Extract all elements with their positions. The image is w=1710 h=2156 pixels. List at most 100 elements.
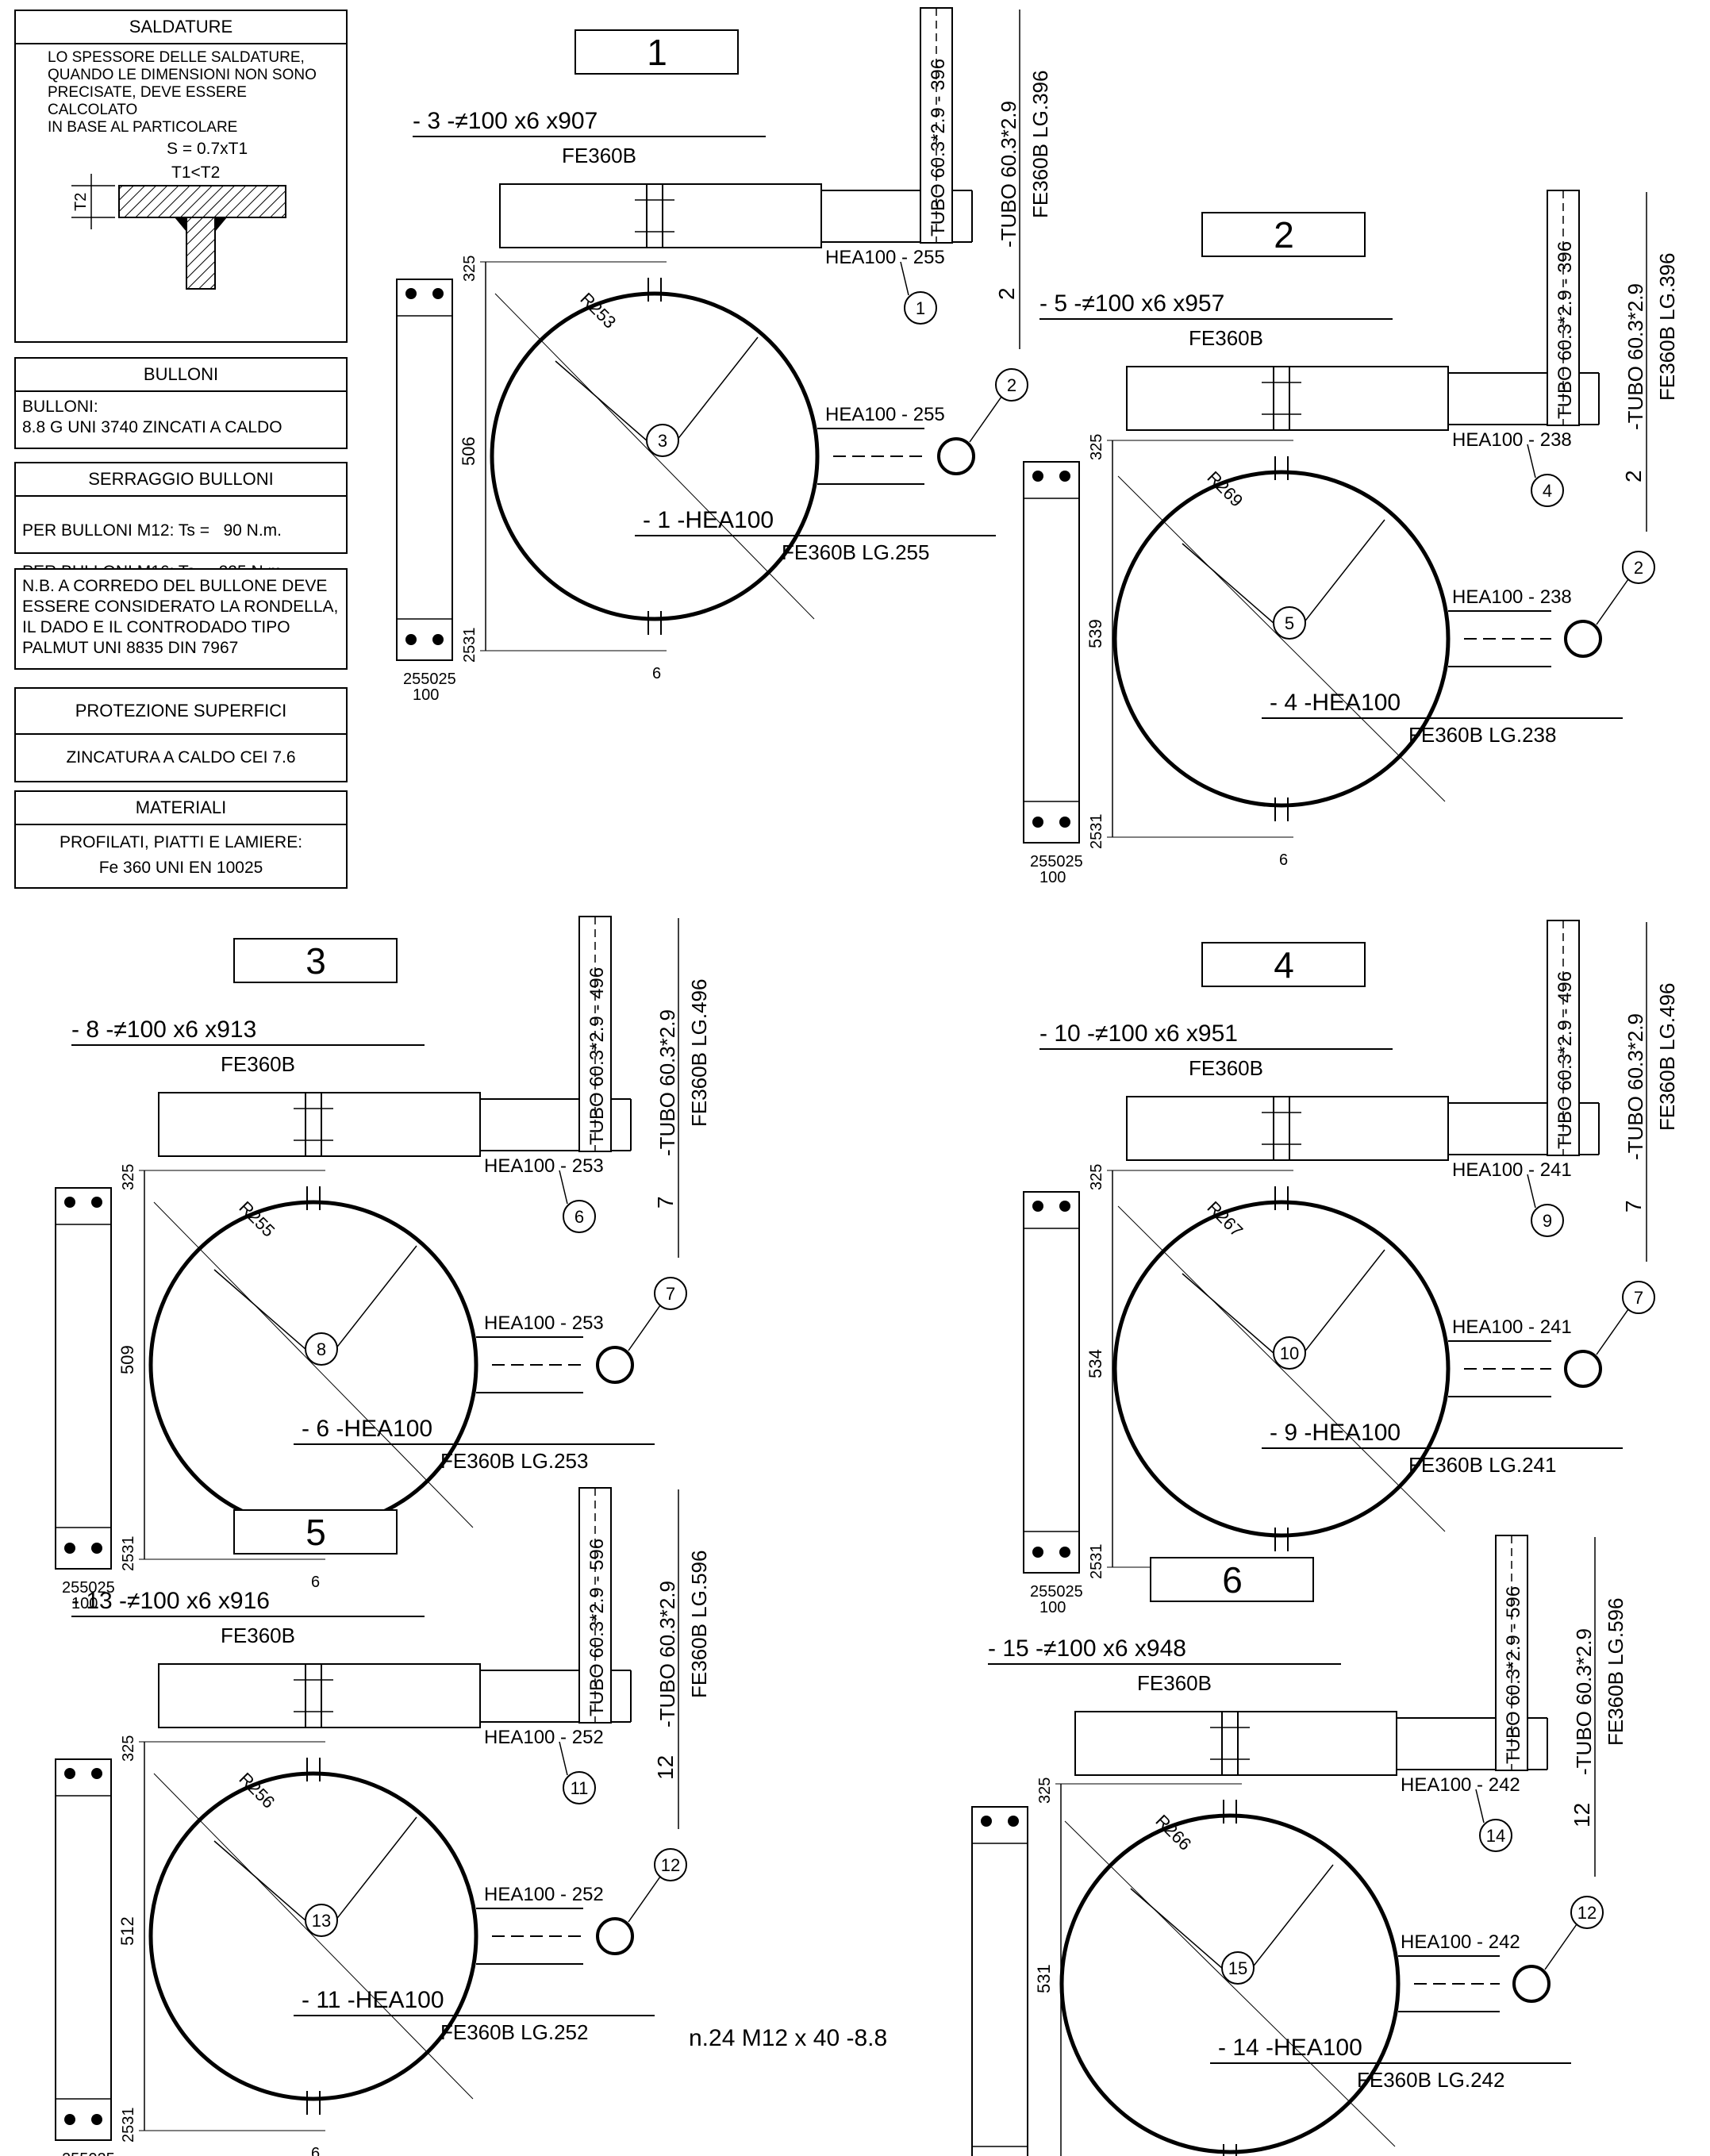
- dim-6: 6: [311, 1574, 320, 1591]
- tube-material-label: FE360B LG.596: [687, 1551, 711, 1698]
- hea-top-label: HEA100 - 241: [1452, 1159, 1572, 1181]
- ring-clamp-inner: [1120, 477, 1443, 801]
- balloon-tube-leader: [1544, 1923, 1577, 1970]
- dim-325: 325: [1036, 1777, 1054, 1804]
- balloon-hea-circle: [563, 1771, 596, 1804]
- balloon-ring-label: 15: [1228, 1958, 1247, 1978]
- flat-bar-dim-2550: 255025: [62, 1579, 115, 1597]
- side-flat-bar: [971, 1806, 1028, 2156]
- balloon-tube-circle: [1570, 1896, 1604, 1929]
- balloon-hea-circle: [1531, 474, 1564, 507]
- tube-material-label: FE360B LG.596: [1604, 1598, 1627, 1746]
- balloon-hea-label: 9: [1543, 1211, 1552, 1231]
- serraggio-box: SERRAGGIO BULLONI PER BULLONI M12: Ts = …: [14, 462, 348, 581]
- balloon-hea-circle: [904, 291, 937, 325]
- ring-guide: [153, 1201, 474, 1528]
- bulloni-text: BULLONI: 8.8 G UNI 3740 ZINCATI A CALDO: [22, 398, 282, 436]
- part-material-label: FE360B LG.238: [1408, 723, 1556, 747]
- bolt-hole-1-icon: [981, 1816, 992, 1827]
- radius-arrow: [555, 360, 655, 448]
- top-plate: [158, 1663, 481, 1728]
- bolt-hole-3-icon: [1032, 1547, 1043, 1558]
- plate-material: FE360B: [1137, 1671, 1212, 1695]
- weld-detail-icon: T2: [71, 174, 286, 290]
- radius-arrow-2: [670, 336, 759, 449]
- part-label: - 14 -HEA100: [1218, 2035, 1362, 2061]
- bolt-hole-4-icon: [91, 1543, 102, 1554]
- pipe-section-icon: [937, 437, 975, 475]
- materiali-title: MATERIALI: [16, 792, 346, 825]
- balloon-tube-circle: [1622, 1281, 1655, 1314]
- plate-material: FE360B: [1189, 1056, 1263, 1080]
- ring-clamp-inner: [1120, 1207, 1443, 1531]
- ring-height-label: 509: [117, 1345, 137, 1374]
- balloon-ring-label: 10: [1280, 1343, 1299, 1363]
- tube-mark: 2: [994, 287, 1019, 300]
- dim-325: 325: [1088, 434, 1105, 460]
- bolt-hole-1-icon: [405, 288, 417, 299]
- balloon-hea-label: 6: [574, 1207, 584, 1227]
- side-flat-bar: [1023, 1191, 1080, 1574]
- assembly-title-box: [233, 938, 398, 983]
- balloon-tube-label: 2: [1634, 558, 1643, 578]
- balloon-ring-label: 5: [1285, 613, 1294, 633]
- ring-height-label: 512: [117, 1916, 137, 1946]
- t2-label: T2: [72, 193, 90, 211]
- saldature-box: SALDATURE LO SPESSORE DELLE SALDATURE, Q…: [14, 10, 348, 343]
- flat-bar-dim-100: 100: [1039, 869, 1066, 886]
- tube-top-label: TUBO 60.3*2.9 - 596: [1503, 1586, 1524, 1764]
- top-plate: [1074, 1711, 1397, 1776]
- balloon-hea-leader: [1527, 1174, 1536, 1209]
- ring-clamp-inner: [1066, 1820, 1393, 2147]
- bolt-hole-3-icon: [64, 2114, 75, 2125]
- saldature-title: SALDATURE: [16, 11, 346, 44]
- weld-formula: S = 0.7xT1: [167, 140, 248, 158]
- dim-325: 325: [1088, 1164, 1105, 1190]
- part-material-label: FE360B LG.252: [440, 2020, 588, 2044]
- ring-guide: [1117, 475, 1446, 802]
- hea-side-label: HEA100 - 253: [484, 1312, 604, 1334]
- ring-clamp: [490, 291, 820, 621]
- flat-bar-dim-100: 100: [71, 1595, 98, 1612]
- flat-bar-dim-2550: 255025: [403, 671, 456, 688]
- radius-arrow-2: [1297, 1249, 1385, 1362]
- ring-clamp: [1112, 1200, 1451, 1538]
- pipe-section-icon: [1564, 620, 1602, 658]
- plate-label: - 10 -≠100 x6 x951: [1039, 1020, 1238, 1047]
- assembly-title-box: [1201, 942, 1366, 987]
- nb-box: N.B. A CORREDO DEL BULLONE DEVE ESSERE C…: [14, 568, 348, 670]
- tube-top-label: TUBO 60.3*2.9 - 496: [586, 967, 608, 1145]
- ring-guide: [494, 293, 815, 620]
- assembly-title: 5: [305, 1512, 326, 1553]
- balloon-tube-leader: [1596, 1309, 1629, 1355]
- side-flat-bar: [1023, 461, 1080, 844]
- pipe-section-icon: [1512, 1965, 1551, 2003]
- ring-guide: [1117, 1205, 1446, 1532]
- part-material-label: FE360B LG.253: [440, 1449, 588, 1473]
- dim-6: 6: [311, 2145, 320, 2156]
- hea-side-label: HEA100 - 255: [825, 404, 945, 425]
- dim-2531: 2531: [120, 1536, 137, 1572]
- bolt-hole-3-icon: [405, 634, 417, 645]
- bolt-hole-1-icon: [64, 1197, 75, 1208]
- assembly-title-box: [1150, 1557, 1314, 1602]
- flat-bar-dim-100: 100: [1039, 1599, 1066, 1616]
- radius-arrow: [1182, 1273, 1282, 1360]
- balloon-ring-label: 13: [312, 1911, 331, 1931]
- flat-bar-dim-2550: 255025: [62, 2150, 115, 2156]
- dim-2531: 2531: [461, 628, 478, 663]
- top-plate: [1126, 1096, 1449, 1161]
- balloon-hea-circle: [1531, 1204, 1564, 1237]
- protezione-title: PROTEZIONE SUPERFICI: [16, 689, 346, 735]
- balloon-hea-circle: [563, 1200, 596, 1233]
- part-label: - 1 -HEA100: [643, 507, 774, 533]
- hea-side-label: HEA100 - 238: [1452, 586, 1572, 608]
- bolt-hole-2-icon: [1008, 1816, 1019, 1827]
- balloon-tube-leader: [969, 396, 1002, 443]
- tube-side-label: -TUBO 60.3*2.9: [655, 1581, 679, 1727]
- balloon-hea-leader: [1527, 444, 1536, 478]
- tube-side-label: -TUBO 60.3*2.9: [997, 101, 1020, 248]
